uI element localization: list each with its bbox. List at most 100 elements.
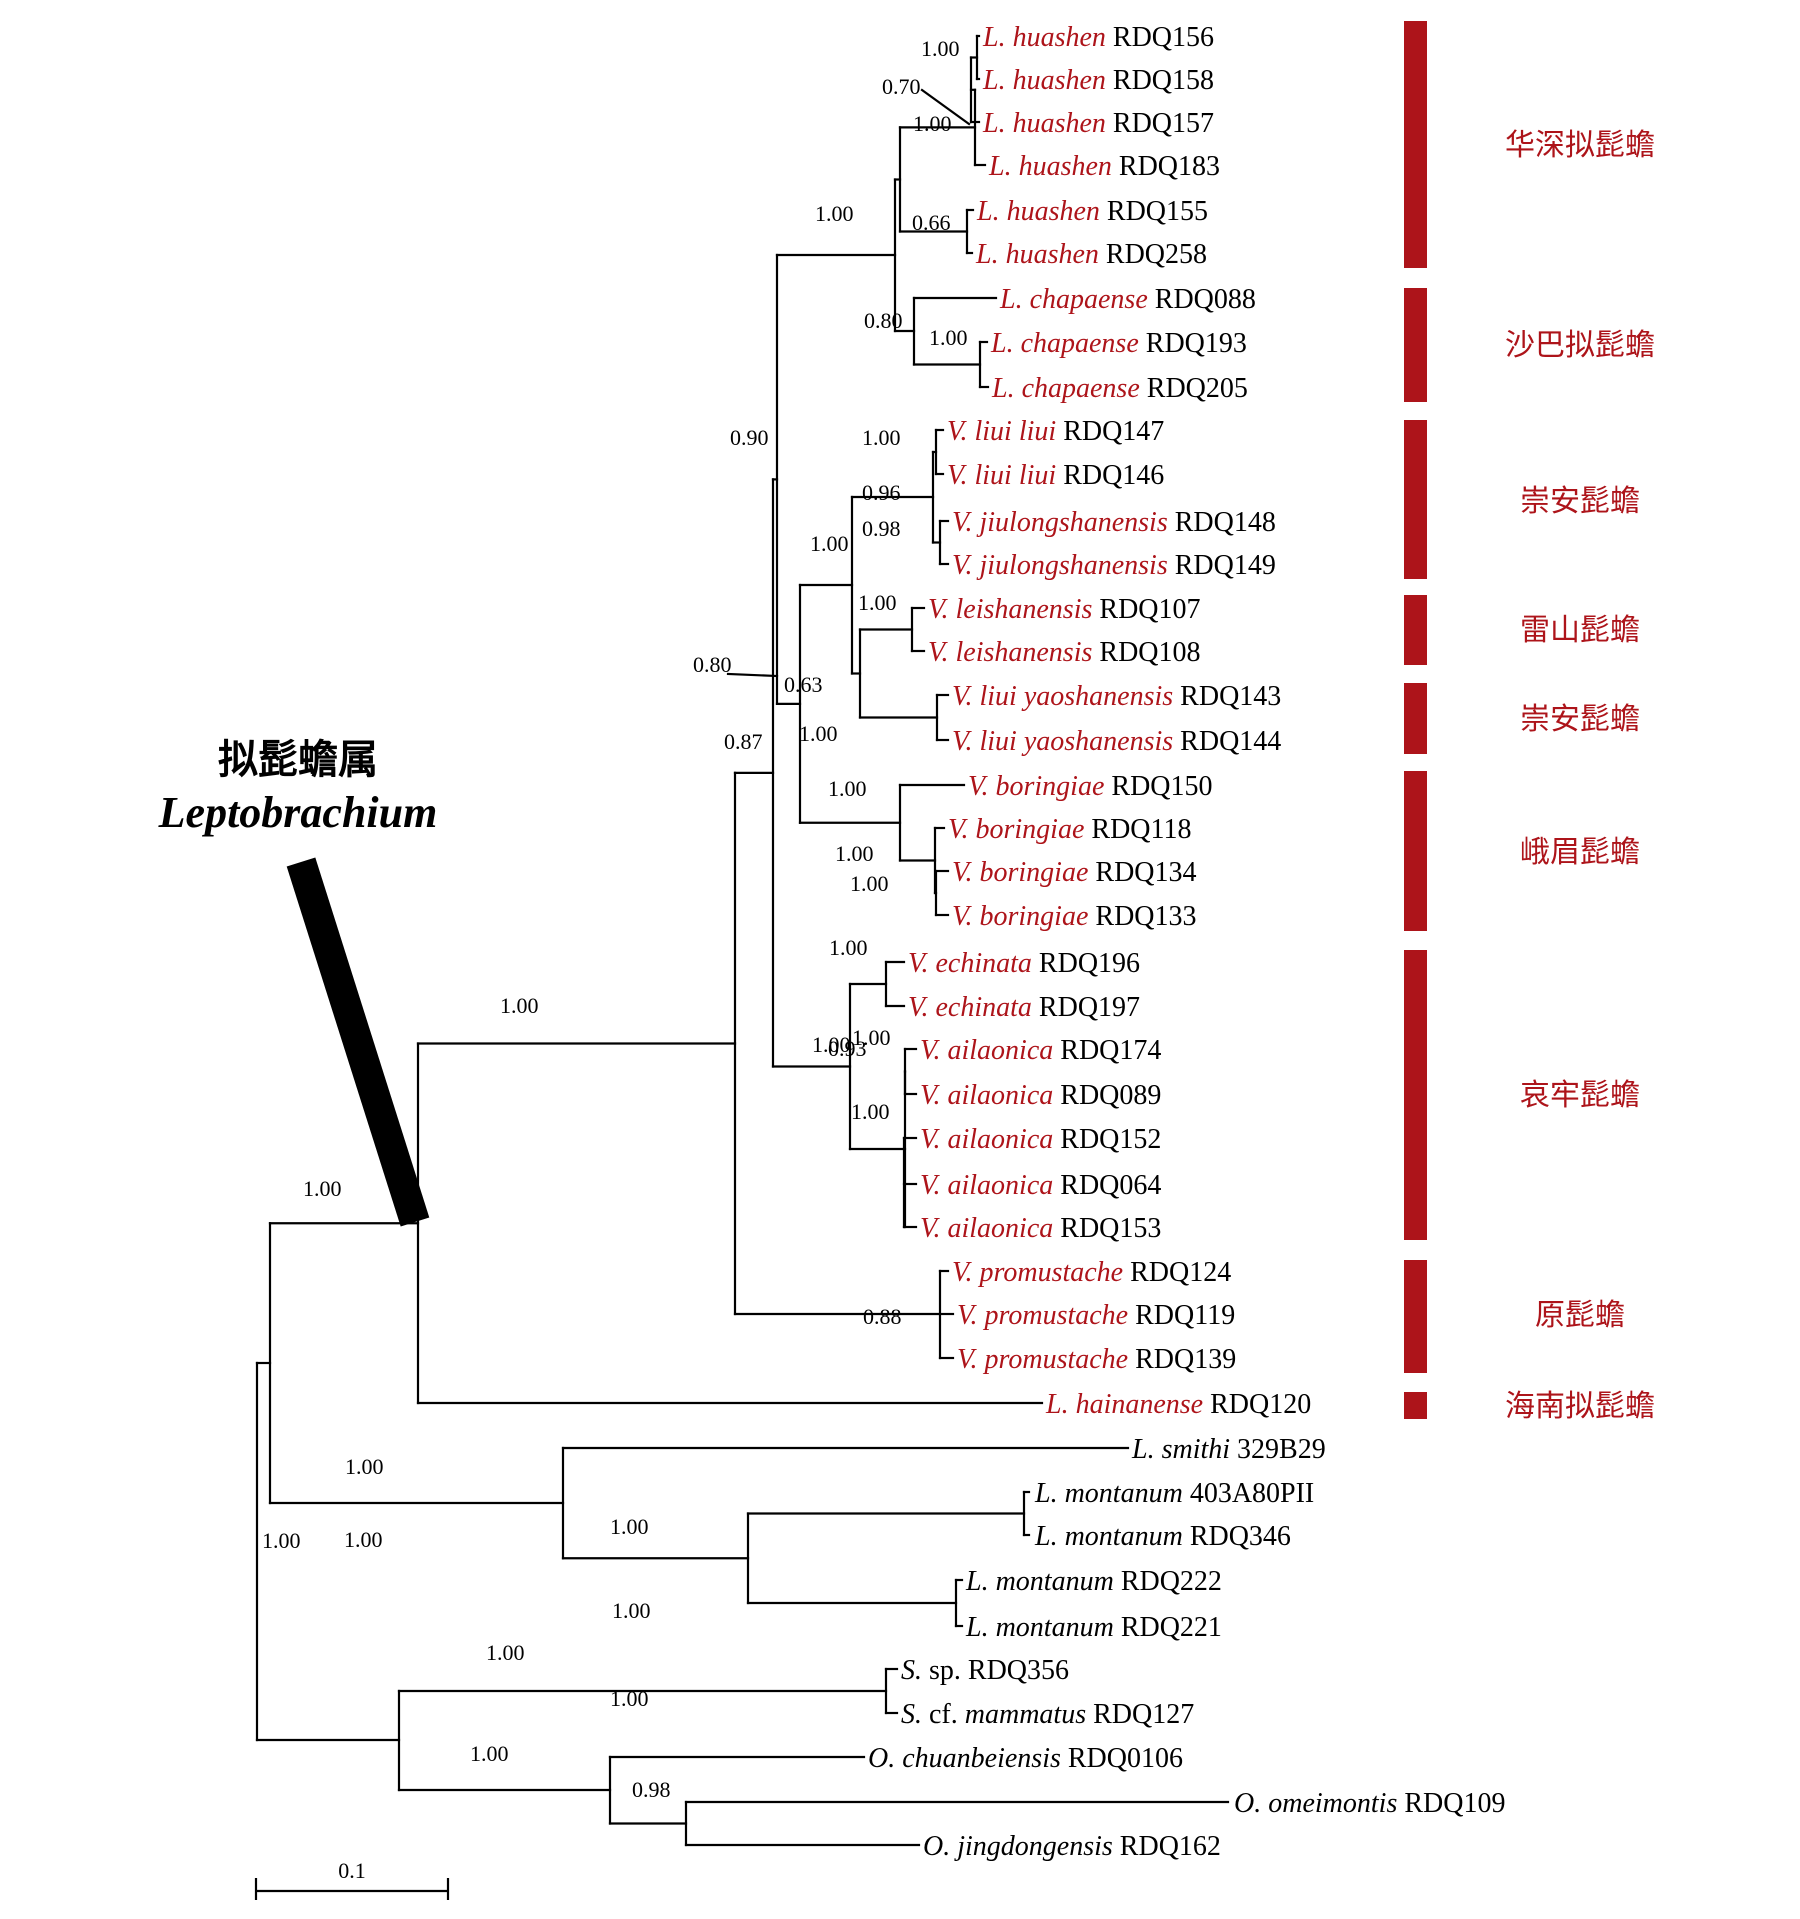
group-bar [1404, 21, 1427, 268]
taxon-label: O. chuanbeiensis RDQ0106 [868, 1743, 1183, 1774]
genus-label-chinese: 拟髭蟾属 [218, 737, 378, 783]
taxon-label: V. jiulongshanensis RDQ148 [952, 507, 1276, 538]
taxon-genus: S. [901, 1699, 929, 1730]
taxon-epithet: chapaense [1022, 373, 1147, 404]
taxon-voucher: RDQ127 [1093, 1699, 1194, 1730]
taxon-genus: L. [976, 196, 1007, 227]
taxon-voucher: RDQ150 [1111, 771, 1212, 802]
support-value: 0.93 [828, 1036, 867, 1061]
taxon-epithet: liui liui [975, 416, 1064, 447]
taxon-label: V. boringiae RDQ118 [948, 814, 1191, 845]
taxon-label: V. liui yaoshanensis RDQ144 [952, 726, 1281, 757]
taxon-genus: V. [947, 416, 975, 447]
taxon-label: L. huashen RDQ158 [982, 65, 1214, 96]
taxon-epithet: ailaonica [948, 1035, 1061, 1066]
taxon-label: L. huashen RDQ156 [982, 22, 1214, 53]
group-label: 华深拟髭蟾 [1505, 128, 1655, 163]
support-value: 0.80 [864, 308, 903, 333]
taxon-label: V. leishanensis RDQ107 [928, 594, 1201, 625]
taxon-voucher: RDQ146 [1063, 460, 1164, 491]
group-label: 原髭蟾 [1535, 1298, 1625, 1333]
taxon-voucher: RDQ183 [1119, 151, 1220, 182]
taxon-label: L. montanum 403A80PII [1034, 1478, 1314, 1509]
taxon-voucher: RDQ139 [1135, 1344, 1236, 1375]
taxon-voucher: RDQ089 [1060, 1080, 1161, 1111]
taxon-voucher: RDQ124 [1130, 1257, 1231, 1288]
taxon-genus: V. [952, 1257, 980, 1288]
support-value: 1.00 [303, 1176, 342, 1201]
taxon-voucher: RDQ134 [1095, 857, 1196, 888]
taxon-epithet: ailaonica [948, 1170, 1061, 1201]
taxon-label: S. sp. RDQ356 [901, 1655, 1069, 1686]
group-bar [1404, 950, 1427, 1240]
taxon-epithet: leishanensis [956, 594, 1100, 625]
taxon-voucher: RDQ157 [1113, 108, 1214, 139]
taxon-voucher: RDQ258 [1106, 239, 1207, 270]
taxon-genus: L. [999, 284, 1030, 315]
taxon-epithet: huashen [1013, 108, 1113, 139]
taxon-epithet: leishanensis [956, 637, 1100, 668]
taxon-epithet: sp. [929, 1655, 968, 1686]
support-value: 1.00 [812, 1032, 851, 1057]
taxon-voucher: RDQ143 [1180, 681, 1281, 712]
support-value: 1.00 [815, 201, 854, 226]
taxon-genus: V. [952, 681, 980, 712]
taxon-genus: O. [923, 1831, 957, 1862]
taxon-genus: V. [908, 948, 936, 979]
taxon-voucher: RDQ162 [1120, 1831, 1221, 1862]
genus-pointer-bar [286, 857, 430, 1227]
taxon-label: V. ailaonica RDQ153 [920, 1213, 1161, 1244]
taxon-genus: V. [952, 550, 980, 581]
support-value: 1.00 [262, 1528, 301, 1553]
taxon-label: V. promustache RDQ119 [957, 1300, 1235, 1331]
taxon-epithet: huashen [1007, 196, 1107, 227]
taxon-voucher: RDQ155 [1107, 196, 1208, 227]
tree-branches [255, 34, 1230, 1847]
support-value: 1.00 [852, 1025, 891, 1050]
taxon-genus: O. [868, 1743, 902, 1774]
support-value: 0.98 [632, 1777, 671, 1802]
taxon-genus: L. [982, 108, 1013, 139]
support-value: 1.00 [850, 871, 889, 896]
taxon-voucher: RDQ356 [968, 1655, 1069, 1686]
support-value: 0.87 [724, 729, 763, 754]
taxon-epithet: ailaonica [948, 1213, 1061, 1244]
taxon-label: L. montanum RDQ346 [1034, 1521, 1291, 1552]
taxon-voucher: RDQ158 [1113, 65, 1214, 96]
taxon-genus: L. [1034, 1478, 1065, 1509]
taxon-epithet: echinata [936, 948, 1039, 979]
taxon-voucher: RDQ148 [1175, 507, 1276, 538]
taxon-epithet: huashen [1013, 65, 1113, 96]
taxon-voucher: RDQ346 [1190, 1521, 1291, 1552]
taxon-label: V. promustache RDQ139 [957, 1344, 1236, 1375]
taxon-voucher: RDQ156 [1113, 22, 1214, 53]
taxon-genus: L. [1034, 1521, 1065, 1552]
taxon-voucher: RDQ064 [1060, 1170, 1161, 1201]
taxon-genus: L. [982, 22, 1013, 53]
support-value: 0.66 [912, 210, 951, 235]
taxon-epithet: liui yaoshanensis [980, 681, 1181, 712]
taxon-voucher: RDQ120 [1210, 1389, 1311, 1420]
taxon-voucher: RDQ196 [1039, 948, 1140, 979]
taxon-label: L. montanum RDQ222 [965, 1566, 1222, 1597]
taxon-label: V. boringiae RDQ150 [968, 771, 1213, 802]
taxon-genus: L. [982, 65, 1013, 96]
support-value: 0.70 [882, 74, 921, 99]
taxon-genus: V. [952, 901, 980, 932]
support-value: 0.90 [730, 425, 769, 450]
taxon-voucher: RDQ149 [1175, 550, 1276, 581]
taxon-label: V. liui yaoshanensis RDQ143 [952, 681, 1281, 712]
group-bar [1404, 1392, 1427, 1419]
taxon-epithet: jiulongshanensis [977, 507, 1175, 538]
taxon-voucher: RDQ152 [1060, 1124, 1161, 1155]
taxon-voucher: RDQ119 [1135, 1300, 1235, 1331]
genus-label-latin: Leptobrachium [158, 788, 438, 837]
taxon-genus: V. [928, 594, 956, 625]
taxon-label: L. hainanense RDQ120 [1045, 1389, 1311, 1420]
taxon-epithet: smithi [1162, 1434, 1237, 1465]
taxon-genus: V. [952, 507, 980, 538]
support-value: 1.00 [470, 1741, 509, 1766]
taxon-epithet: promustache [983, 1300, 1136, 1331]
taxon-genus: V. [920, 1035, 948, 1066]
